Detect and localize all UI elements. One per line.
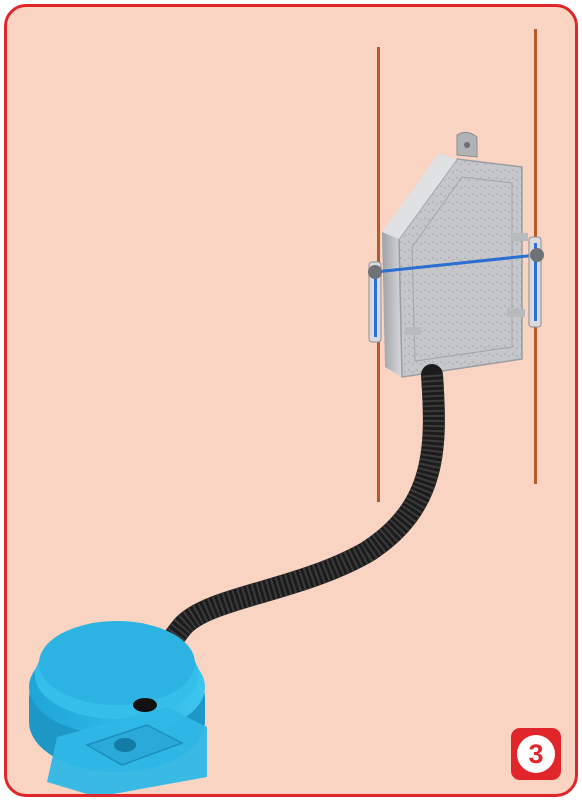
step-card: 3	[4, 4, 578, 797]
junction-box	[382, 132, 522, 377]
pipe-base-fitting	[29, 621, 207, 794]
step-number: 3	[517, 735, 555, 773]
step-number-badge: 3	[511, 728, 561, 780]
installation-illustration	[7, 7, 575, 794]
